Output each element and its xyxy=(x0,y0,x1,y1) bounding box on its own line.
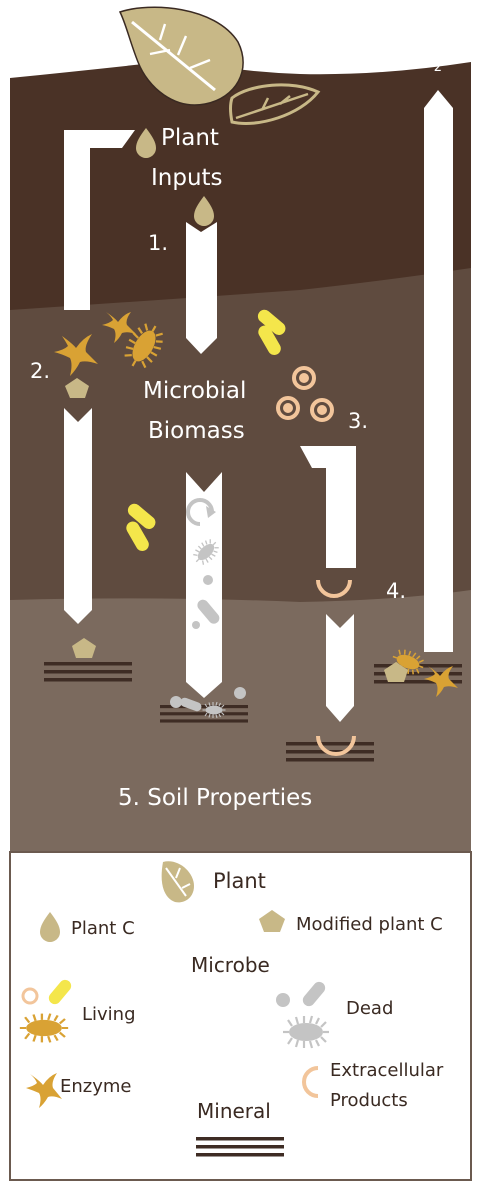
legend-enzyme-icon xyxy=(26,1073,62,1108)
modified-plant-c-icon xyxy=(384,662,408,682)
arrow-1-plant-to-biomass xyxy=(186,222,217,354)
small-leaf-icon xyxy=(229,83,321,125)
step-3-label: 3. xyxy=(348,409,368,433)
legend-plant-c-label: Plant C xyxy=(71,918,135,939)
arrow-4-co2-release xyxy=(424,90,453,652)
arrow-3-extracellular xyxy=(300,446,356,568)
living-microbe-icon xyxy=(258,325,281,355)
legend-plant-c-icon xyxy=(40,912,60,942)
living-microbe-icon xyxy=(257,309,286,335)
enzyme-icon xyxy=(54,334,98,376)
legend-dead-label: Dead xyxy=(346,998,393,1019)
legend-living-extracellular-dot-icon xyxy=(21,987,39,1005)
legend-living-label: Living xyxy=(82,1004,136,1025)
plant-c-drop-icon xyxy=(136,128,156,158)
arrow-plant-to-enzyme xyxy=(64,130,135,310)
legend-extracellular-products-icon xyxy=(302,1066,319,1098)
plant-inputs-label-line2: Inputs xyxy=(151,165,223,191)
dead-microbe-icon xyxy=(170,696,182,708)
step-4-label: 4. xyxy=(386,579,406,603)
microbial-biomass-label-line1: Microbial xyxy=(143,378,246,404)
legend-mineral-label: Mineral xyxy=(197,1099,271,1123)
co2-label: CO2 xyxy=(404,47,442,75)
step-1-label: 1. xyxy=(148,231,168,255)
legend-dead-dot-icon xyxy=(276,993,290,1007)
legend-dead-capsule-icon xyxy=(302,981,326,1007)
dead-microbe-icon xyxy=(192,621,200,629)
living-microbe-icon xyxy=(126,521,149,551)
legend-extracellular-label-line1: Extracellular xyxy=(330,1060,444,1081)
dead-microbe-icon xyxy=(197,599,220,624)
arrow-2-modified-to-mineral xyxy=(64,408,92,624)
arrow-extracellular-to-mineral xyxy=(326,614,354,722)
plant-c-drop-icon xyxy=(194,196,214,226)
soil-properties-label: 5. Soil Properties xyxy=(118,785,312,811)
legend-plant-leaf-icon xyxy=(161,861,194,903)
arrow-dead-biomass-to-mineral xyxy=(186,472,222,698)
extracellular-products-icon xyxy=(316,735,356,756)
enzyme-icon xyxy=(424,666,458,697)
plant-leaf-icon xyxy=(118,6,244,106)
dead-microbe-icon xyxy=(180,697,202,712)
legend-modified-plant-c-icon xyxy=(259,910,285,932)
extracellular-products-icon xyxy=(276,366,334,422)
mineral-stack xyxy=(160,705,248,723)
legend-extracellular-label-line2: Products xyxy=(330,1090,408,1111)
legend-plant-label: Plant xyxy=(213,869,266,893)
legend-mineral-icon xyxy=(196,1137,284,1157)
mineral-stack xyxy=(44,662,132,682)
legend-microbe-label: Microbe xyxy=(191,953,270,977)
legend-modified-plant-c-label: Modified plant C xyxy=(296,914,443,935)
dead-microbe-icon xyxy=(203,575,213,585)
extracellular-products-icon xyxy=(316,579,352,598)
dead-microbe-recycle-icon xyxy=(186,498,214,526)
recycle-arrowhead-icon xyxy=(206,506,216,518)
living-microbe-icon xyxy=(127,503,156,529)
legend-panel xyxy=(9,851,472,1181)
step-2-label: 2. xyxy=(30,359,50,383)
modified-plant-c-icon xyxy=(72,638,96,658)
legend-enzyme-label: Enzyme xyxy=(60,1076,132,1097)
legend-living-capsule-icon xyxy=(48,979,72,1005)
dead-microbe-icon xyxy=(234,687,246,699)
modified-plant-c-icon xyxy=(65,378,89,398)
plant-inputs-label-line1: Plant xyxy=(161,125,219,151)
enzyme-icon xyxy=(102,312,136,343)
microbial-biomass-label-line2: Biomass xyxy=(148,418,245,444)
